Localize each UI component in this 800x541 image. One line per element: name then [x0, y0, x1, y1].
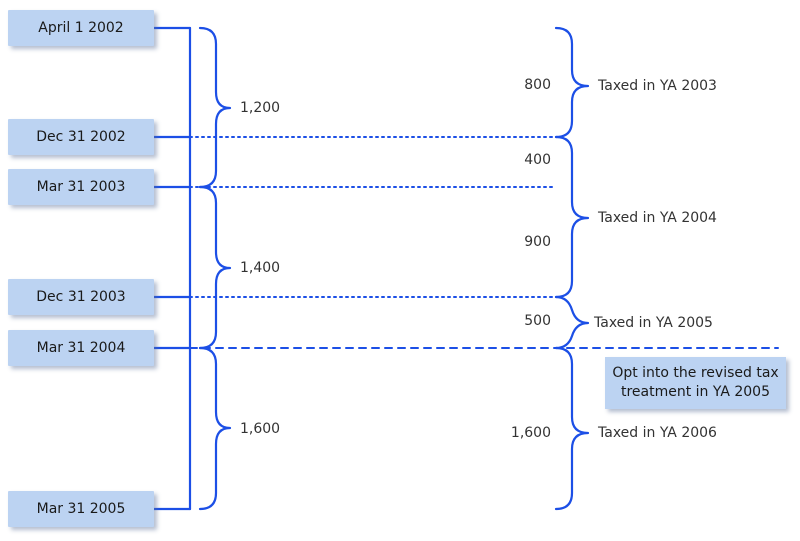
taxed-ya2004-label: Taxed in YA 2004: [598, 210, 717, 226]
date-box-dec-2003: Dec 31 2003: [8, 279, 154, 315]
date-box-mar-2003: Mar 31 2003: [8, 169, 154, 205]
date-box-april-2002: April 1 2002: [8, 10, 154, 46]
amount-1200-label: 1,200: [240, 100, 281, 116]
left-brace-1200: [198, 26, 232, 189]
revised-tax-note-box: Opt into the revised tax treatment in YA…: [605, 357, 786, 409]
note-line-1: Opt into the revised tax: [612, 365, 779, 381]
note-line-2: treatment in YA 2005: [620, 384, 771, 400]
amount-400-label: 400: [524, 152, 551, 168]
right-brace-ya2003: [554, 26, 590, 139]
amount-1400-label: 1,400: [240, 260, 281, 276]
left-brace-1400: [198, 185, 232, 350]
right-brace-ya2006: [554, 346, 590, 511]
taxed-ya2003-label: Taxed in YA 2003: [598, 78, 717, 94]
amount-500-label: 500: [524, 313, 551, 329]
date-box-dec-2002: Dec 31 2002: [8, 119, 154, 155]
taxed-ya2005-label: Taxed in YA 2005: [594, 315, 713, 331]
left-brace-1600: [198, 346, 232, 511]
date-box-mar-2005: Mar 31 2005: [8, 491, 154, 527]
amount-800-label: 800: [524, 77, 551, 93]
amount-900-label: 900: [524, 234, 551, 250]
amount-1600-label: 1,600: [240, 421, 281, 437]
date-box-mar-2004: Mar 31 2004: [8, 330, 154, 366]
taxed-ya2006-label: Taxed in YA 2006: [598, 425, 717, 441]
right-brace-ya2005: [554, 295, 590, 350]
right-brace-ya2004: [554, 135, 590, 299]
amount-1600-right-label: 1,600: [510, 425, 551, 441]
